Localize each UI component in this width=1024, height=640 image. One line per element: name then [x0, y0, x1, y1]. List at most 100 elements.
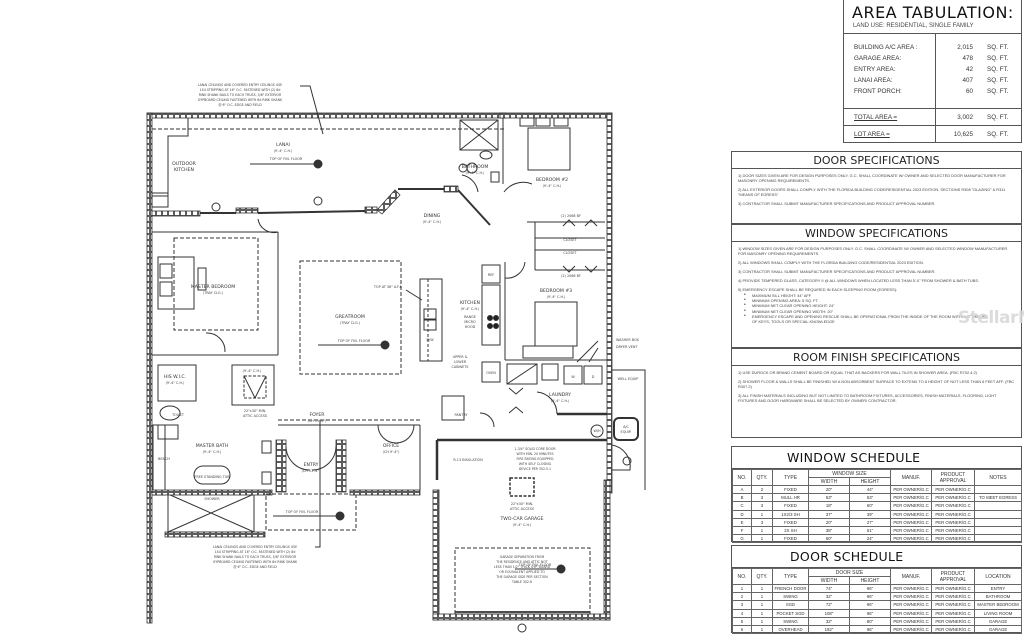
svg-text:THE GARAGE SIDE PER SECTION: THE GARAGE SIDE PER SECTION [495, 575, 548, 579]
table-cell: 1 [751, 600, 773, 610]
svg-text:TOP OF FIN. FLOOR: TOP OF FIN. FLOOR [518, 563, 552, 567]
svg-text:(CH 9'-4"): (CH 9'-4") [383, 450, 400, 454]
table-cell: PER OWNER/G.C [890, 592, 933, 602]
svg-text:RINK SHANK NAILS TO EACH TRUSS: RINK SHANK NAILS TO EACH TRUSS, 5/8" EXT… [214, 555, 297, 559]
table-cell: PER OWNER/G.C [890, 484, 933, 495]
table-cell: 32" [808, 616, 850, 626]
svg-text:LESS THAN 1/2" THICK GYP. BOAR: LESS THAN 1/2" THICK GYP. BOARD [494, 565, 551, 569]
table-cell: E [732, 517, 752, 527]
table-cell: MULL HR [772, 493, 809, 503]
svg-text:(CH 11'-4"): (CH 11'-4") [308, 419, 328, 423]
svg-text:FREE STANDING TUB: FREE STANDING TUB [194, 475, 230, 479]
svg-text:WITH MIN. 20 MINUTES: WITH MIN. 20 MINUTES [516, 452, 553, 456]
table-cell: PER OWNER/G.C [931, 493, 976, 503]
svg-text:1X4 STRIPPING AT 16" O.C. FAST: 1X4 STRIPPING AT 16" O.C. FASTENED WITH … [215, 550, 296, 554]
table-cell: 1x2/3 SH [772, 509, 809, 519]
table-header: HEIGHT [848, 576, 892, 585]
table-cell [974, 525, 1023, 536]
table-cell: PER OWNER/G.C [931, 608, 976, 618]
svg-text:(CH 11'-4"): (CH 11'-4") [302, 469, 322, 473]
table-header: QTY. [751, 469, 773, 486]
window-schedule-table: NO. QTY. TYPE WINDOW SIZE MANUF. PRODUCT… [732, 469, 1023, 544]
table-header: DOOR SIZE [807, 568, 892, 577]
table-cell: G [732, 534, 752, 544]
svg-text:MASTER BEDROOM: MASTER BEDROOM [191, 284, 235, 290]
table-cell: B [732, 493, 752, 503]
svg-text:GYPBOARD CEILING FASTENED WITH: GYPBOARD CEILING FASTENED WITH 8d RINK S… [213, 560, 298, 564]
svg-text:22"x30" MIN.: 22"x30" MIN. [244, 409, 266, 413]
table-header: PRODUCT APPROVAL [931, 469, 976, 486]
svg-text:(9'-4" C.H.): (9'-4" C.H.) [466, 171, 485, 175]
svg-text:UPPER &: UPPER & [453, 355, 468, 359]
door-specifications: DOOR SPECIFICATIONS 1) DOOR SIZES GIVEN … [731, 151, 1022, 224]
svg-text:(9'-4" C.H.): (9'-4" C.H.) [551, 399, 570, 403]
svg-text:(2) 2068 BF: (2) 2068 BF [561, 214, 581, 218]
svg-text:TABLE 302.6: TABLE 302.6 [511, 580, 532, 584]
table-cell: 72" [808, 600, 850, 610]
svg-text:OR EQUIVALENT APPLIED TO: OR EQUIVALENT APPLIED TO [499, 570, 545, 574]
table-cell: SWING [772, 592, 809, 602]
svg-text:(9'-4" C.H.): (9'-4" C.H.) [461, 307, 480, 311]
svg-text:KITCHEN: KITCHEN [460, 300, 480, 306]
window-specifications: WINDOW SPECIFICATIONS 1) WINDOW SIZES GI… [731, 224, 1022, 348]
window-spec-title: WINDOW SPECIFICATIONS [732, 225, 1021, 242]
table-cell: 74" [808, 583, 850, 594]
window-schedule-title: WINDOW SCHEDULE [732, 447, 1021, 469]
table-cell: 3 [751, 517, 773, 527]
table-cell: GARAGE [974, 616, 1023, 626]
egress-bullets: MAXIMUM SILL HEIGHT: 44" AFF MINIMUM OPE… [738, 293, 1015, 324]
svg-text:SHOWER: SHOWER [204, 497, 220, 501]
table-cell: PER OWNER/G.C [890, 501, 933, 511]
table-cell: FIXED [772, 501, 809, 511]
room-finish-specifications: ROOM FINISH SPECIFICATIONS 1) USE DUROCK… [731, 348, 1022, 438]
svg-text:BENCH: BENCH [158, 457, 170, 461]
svg-text:22"x30" MIN.: 22"x30" MIN. [511, 502, 533, 506]
table-header: LOCATION [974, 568, 1023, 585]
table-cell: FIXED [772, 534, 809, 544]
svg-text:DEVICE PER 302.5.1: DEVICE PER 302.5.1 [519, 467, 551, 471]
table-cell: 27" [848, 517, 892, 527]
svg-text:OFFICE: OFFICE [383, 443, 399, 449]
table-cell: MASTER BEDROOM [974, 600, 1023, 610]
table-cell: 192" [808, 624, 850, 635]
table-cell: 1 [751, 509, 773, 519]
svg-text:(9'-4" C.H.): (9'-4" C.H.) [243, 369, 262, 373]
table-cell: PER OWNER/G.C [890, 624, 933, 635]
table-cell: OVERHEAD [772, 624, 809, 635]
svg-text:(9'-4" C.H.): (9'-4" C.H.) [274, 149, 293, 153]
svg-text:GYPBOARD CEILING FASTENED WITH: GYPBOARD CEILING FASTENED WITH 8d RINK S… [198, 98, 283, 102]
table-cell: FRENCH DOOR [772, 583, 809, 594]
window-spec-item: 4) PROVIDE TEMPERED GLASS, CATEGORY II @… [738, 278, 979, 283]
table-cell: 1 [751, 525, 773, 536]
svg-text:(9'-4" C.H.): (9'-4" C.H.) [423, 220, 442, 224]
table-cell: 20" [808, 484, 850, 495]
svg-text:LANAI: LANAI [276, 142, 290, 148]
svg-text:BEDROOM #3: BEDROOM #3 [540, 288, 572, 294]
table-cell: 24" [848, 534, 892, 544]
table-cell: 2 [751, 484, 773, 495]
table-cell: GARAGE [974, 624, 1023, 635]
svg-text:D/W: D/W [426, 338, 434, 342]
svg-text:LANAI CEILINGS AND COVERED ENT: LANAI CEILINGS AND COVERED ENTRY CEILING… [213, 545, 297, 549]
table-header: WIDTH [808, 477, 850, 486]
garage-separation-note: GARAGE SEPARATION FROM THE RESIDENCE AND… [494, 555, 551, 584]
table-cell: 2X SH [772, 525, 809, 536]
svg-text:WELL EQUIP: WELL EQUIP [618, 377, 639, 381]
svg-text:(9'-4" C.H.): (9'-4" C.H.) [166, 381, 185, 385]
table-cell: 2 [732, 592, 752, 602]
window-spec-item: 5) EMERGENCY ESCAPE SHALL BE REQUIRED IN… [738, 287, 898, 292]
svg-text:1X4 STRIPPING AT 16" O.C. FAST: 1X4 STRIPPING AT 16" O.C. FASTENED WITH … [200, 88, 281, 92]
table-cell: FIXED [772, 517, 809, 527]
table-cell: PER OWNER/G.C [931, 509, 976, 519]
svg-text:HOOD: HOOD [465, 325, 476, 329]
svg-text:(2) 2068 BF: (2) 2068 BF [561, 274, 581, 278]
